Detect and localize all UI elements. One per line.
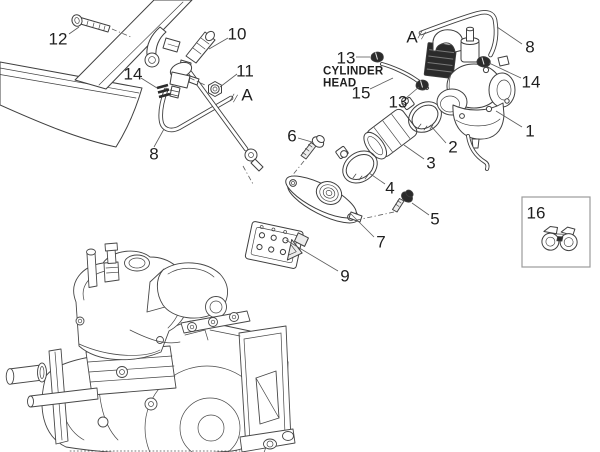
spring-14-left: [156, 83, 171, 99]
spare-part-box: [521, 196, 591, 268]
carburetor: [417, 9, 516, 171]
frame-and-tank: [0, 0, 193, 148]
nut-11: [208, 81, 222, 97]
axis-lines: [111, 28, 395, 221]
intake-sleeve: [363, 108, 418, 160]
engine-water-pipe: [5, 362, 47, 385]
intake-manifold: [285, 175, 363, 224]
hose-break-marker-left: [229, 93, 238, 103]
fuel-tap: [156, 30, 264, 172]
bolt-5: [392, 189, 414, 213]
cylinder-head-hose-15: [370, 51, 429, 91]
bolt-12: [71, 14, 111, 33]
engine-starter: [146, 262, 228, 319]
leader-lines: [68, 26, 523, 272]
hose-clamp-4: [335, 146, 378, 184]
cable-clip-16: [541, 226, 578, 252]
hose-break-marker-right: [417, 30, 426, 40]
engine: [5, 242, 296, 452]
reed-valve: [244, 221, 309, 269]
bolt-6: [300, 134, 325, 160]
